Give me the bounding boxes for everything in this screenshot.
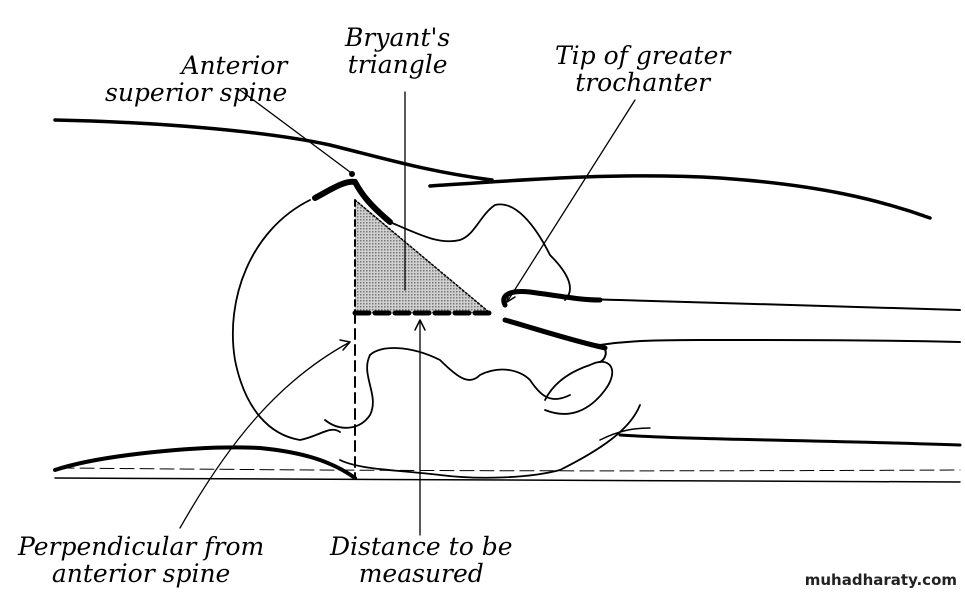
- arrowhead-icon: [414, 319, 426, 331]
- label-line: Tip of greater: [555, 41, 731, 70]
- pelvis-outline: [339, 404, 641, 479]
- label-line: trochanter: [575, 68, 711, 97]
- label-line: anterior spine: [51, 559, 231, 588]
- label-perpendicular: Perpendicular from anterior spine: [18, 533, 264, 587]
- label-line: Distance to be: [330, 532, 513, 561]
- pointer-asis: [239, 89, 351, 173]
- body-outline-thigh: [428, 174, 932, 220]
- watermark: muhadharaty.com: [804, 571, 957, 589]
- femur-lower: [599, 344, 607, 363]
- label-distance: Distance to be measured: [330, 533, 513, 587]
- pelvis-outline: [231, 199, 341, 441]
- pelvis-outline: [544, 360, 614, 415]
- table-line: [54, 477, 961, 483]
- pointer-perpendicular: [179, 341, 351, 529]
- label-line: triangle: [347, 50, 448, 79]
- femur-upper: [502, 290, 961, 311]
- table-line: [53, 445, 357, 480]
- label-bryants-triangle: Bryant's triangle: [345, 24, 450, 78]
- label-line: Bryant's: [345, 23, 451, 52]
- iliac-crest: [312, 178, 393, 225]
- label-line: measured: [358, 559, 484, 588]
- pointer-asis-dot: [349, 171, 355, 177]
- body-outline-lower: [599, 427, 651, 441]
- body-outline-upper: [53, 118, 494, 182]
- femur-upper: [501, 289, 603, 308]
- pelvis-outline: [389, 203, 571, 301]
- label-anterior-superior-spine: Anterior superior spine: [105, 52, 287, 106]
- pelvis-outline: [369, 347, 571, 400]
- label-line: Anterior: [181, 51, 288, 80]
- arrowhead-icon: [506, 291, 516, 303]
- label-line: Perpendicular from: [18, 532, 265, 561]
- table-line: [59, 467, 961, 472]
- body-outline-lower: [618, 433, 962, 447]
- label-tip-greater-trochanter: Tip of greater trochanter: [555, 42, 730, 96]
- triangle-hypotenuse: [354, 199, 491, 314]
- arrowhead-icon: [339, 339, 351, 351]
- femur-lower: [502, 317, 608, 351]
- pelvis-outline: [324, 354, 374, 429]
- label-line: superior spine: [105, 78, 288, 107]
- pointer-trochanter: [506, 99, 636, 303]
